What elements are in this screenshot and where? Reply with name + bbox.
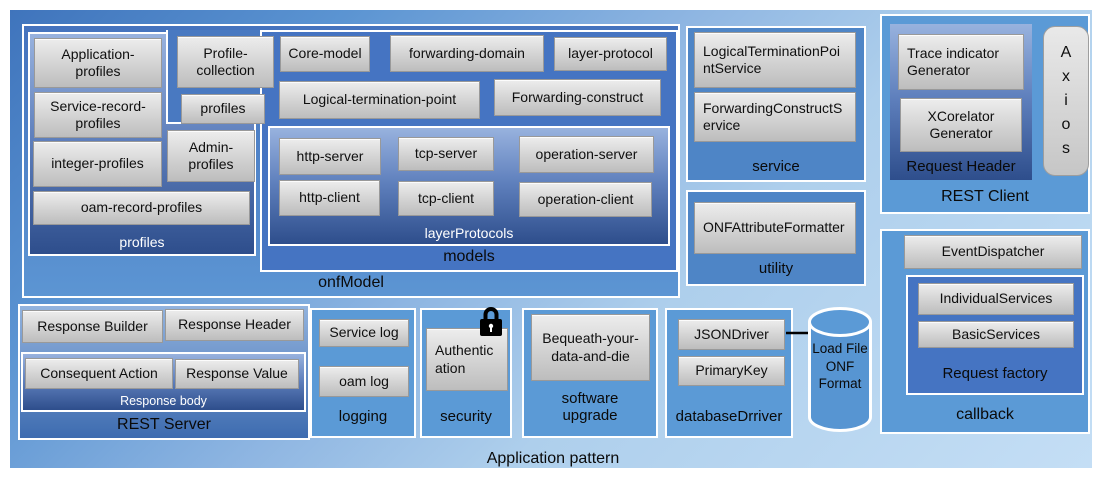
request-header-label: Request Header <box>906 158 1016 175</box>
axios-letter: o <box>1061 116 1071 133</box>
response-header-box: Response Header <box>165 309 304 341</box>
logical-termination-point-service-box: LogicalTerminationPointService <box>694 32 856 88</box>
tcp-server-box: tcp-server <box>398 137 494 171</box>
software-upgrade-label: software upgrade <box>561 390 619 425</box>
xcorelator-generator-box: XCorelator Generator <box>900 98 1022 152</box>
primary-key-box: PrimaryKey <box>678 356 785 386</box>
operation-server-box: operation-server <box>519 136 654 173</box>
forwarding-construct-box: Forwarding-construct <box>494 79 661 116</box>
application-pattern-container: models Core-model forwarding-domain laye… <box>8 8 1094 470</box>
json-driver-box: JSONDriver <box>678 319 785 350</box>
models-label: models <box>443 248 495 265</box>
axios-letter: i <box>1064 92 1068 109</box>
axios-box: A x i o s <box>1043 26 1089 176</box>
rest-client-label: REST Client <box>941 188 1029 205</box>
basic-services-box: BasicServices <box>918 321 1074 348</box>
axios-letter: A <box>1060 44 1072 61</box>
service-label: service <box>752 158 800 175</box>
request-factory-label: Request factory <box>942 365 1048 382</box>
event-dispatcher-box: EventDispatcher <box>904 235 1082 269</box>
utility-label: utility <box>758 260 794 277</box>
response-builder-box: Response Builder <box>22 310 163 343</box>
bequeath-your-data-and-die-box: Bequeath-your-data-and-die <box>531 314 650 381</box>
integer-profiles-box: integer-profiles <box>33 141 162 187</box>
callback-label: callback <box>956 406 1014 423</box>
oam-log-box: oam log <box>319 366 409 397</box>
tcp-client-box: tcp-client <box>398 181 494 216</box>
service-log-box: Service log <box>319 319 409 347</box>
profile-collection-box: Profile-collection <box>177 36 274 88</box>
response-value-box: Response Value <box>175 359 299 389</box>
onf-attribute-formatter-box: ONFAttributeFormatter <box>694 202 856 254</box>
operation-client-box: operation-client <box>519 182 652 217</box>
lock-icon <box>480 307 502 336</box>
axios-letter: x <box>1062 68 1070 85</box>
application-pattern-title: Application pattern <box>486 450 620 467</box>
database-driver-label: databaseDrriver <box>675 408 783 425</box>
consequent-action-box: Consequent Action <box>25 358 173 389</box>
http-server-box: http-server <box>279 138 381 175</box>
http-client-box: http-client <box>279 180 380 216</box>
application-profiles-box: Application-profiles <box>34 38 162 88</box>
authentication-box: Authentication <box>426 328 508 391</box>
core-model-box: Core-model <box>280 36 370 72</box>
oam-record-profiles-box: oam-record-profiles <box>33 191 250 225</box>
response-body-label: Response body <box>120 394 207 408</box>
axios-letter: s <box>1062 140 1070 157</box>
security-label: security <box>440 408 492 425</box>
profiles-group-label: profiles <box>119 234 165 250</box>
load-file-onf-format-label: Load File ONF Format <box>812 341 868 392</box>
database-cylinder <box>808 307 872 432</box>
layer-protocols-label: layerProtocols <box>424 225 514 241</box>
individual-services-box: IndividualServices <box>918 283 1074 315</box>
profiles-box: profiles <box>181 94 265 124</box>
service-record-profiles-box: Service-record-profiles <box>34 92 162 138</box>
forwarding-construct-service-box: ForwardingConstructService <box>694 92 856 142</box>
onf-model-label: onfModel <box>318 274 384 291</box>
trace-indicator-generator-box: Trace indicator Generator <box>898 34 1024 90</box>
rest-server-label: REST Server <box>117 416 211 433</box>
logical-termination-point-box: Logical-termination-point <box>279 81 480 119</box>
logging-label: logging <box>338 408 388 425</box>
admin-profiles-box: Admin-profiles <box>167 130 255 182</box>
forwarding-domain-box: forwarding-domain <box>390 35 544 72</box>
layer-protocol-box: layer-protocol <box>554 37 667 71</box>
